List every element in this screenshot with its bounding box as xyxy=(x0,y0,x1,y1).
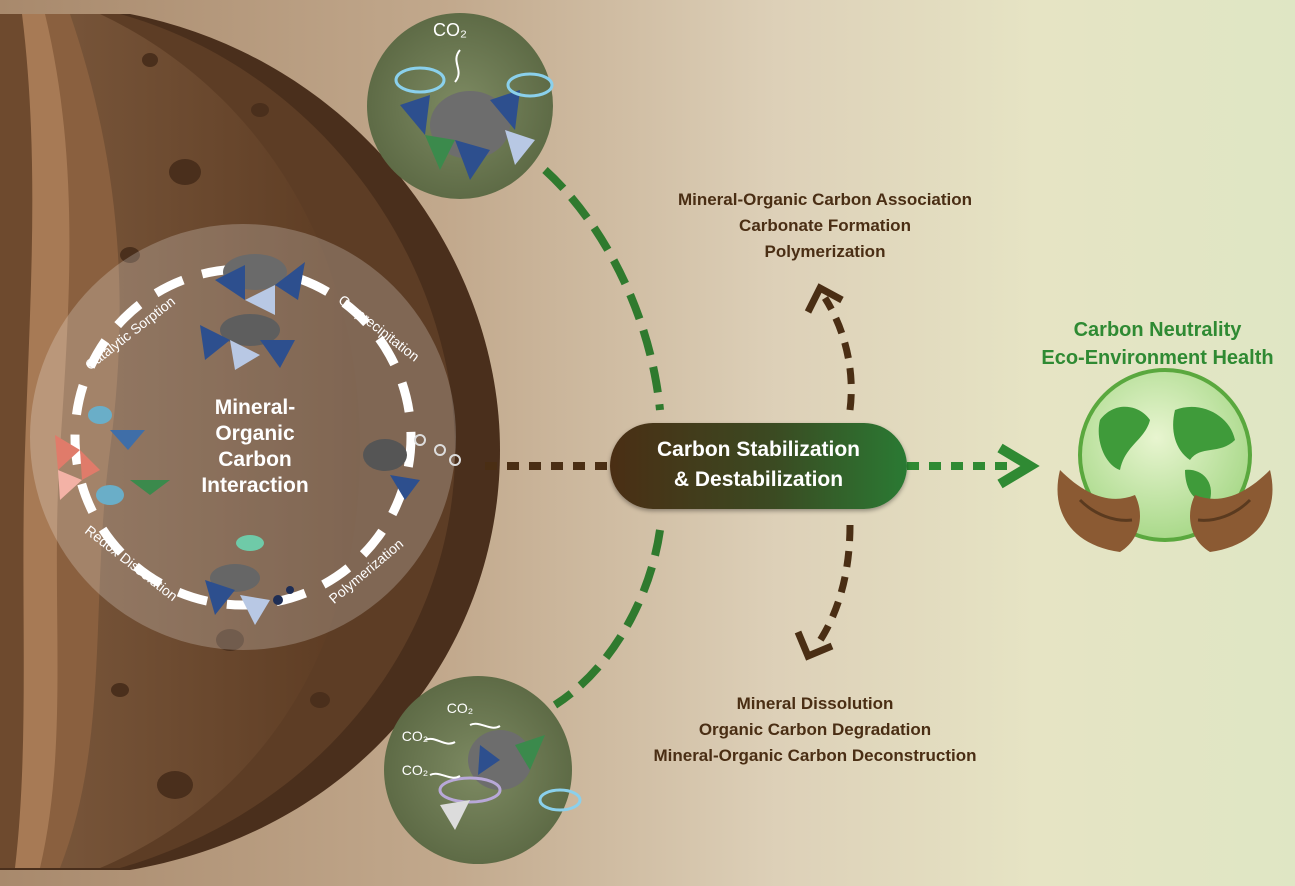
destabilization-process: Organic Carbon Degradation xyxy=(698,720,932,739)
destabilization-process: Mineral-Organic Carbon Deconstruction xyxy=(653,746,977,765)
co2-label: CO₂ xyxy=(401,762,429,778)
outcome-label: Carbon Neutrality Eco-Environment Health xyxy=(1020,316,1295,372)
mineral-cluster-right xyxy=(363,434,461,500)
dashed-arc-bottom xyxy=(552,529,664,709)
center-line: Organic xyxy=(215,422,295,445)
co2-release-bubble xyxy=(367,13,554,199)
center-line: Carbon xyxy=(218,448,292,471)
center-label: Mineral- Organic Carbon Interaction xyxy=(180,395,330,499)
co2-label: CO₂ xyxy=(446,700,474,716)
stabilization-process: Mineral-Organic Carbon Association xyxy=(677,190,973,209)
pill-line: Carbon Stabilization xyxy=(656,438,860,461)
carbon-stabilization-pill: Carbon Stabilization & Destabilization xyxy=(610,423,907,509)
stabilization-process: Polymerization xyxy=(764,242,886,261)
interaction-circle xyxy=(30,224,456,650)
connector-right-arrow xyxy=(907,443,1040,489)
pill-line: & Destabilization xyxy=(673,468,844,491)
pill-text: Carbon Stabilization & Destabilization xyxy=(610,435,907,495)
mineral-cluster-left xyxy=(55,406,170,505)
stabilization-arrow xyxy=(804,283,855,411)
destabilization-process: Mineral Dissolution xyxy=(736,694,894,713)
outcome-line: Carbon Neutrality xyxy=(1073,319,1242,341)
dashed-arc-top xyxy=(542,167,664,411)
co2-release-bubble-lower xyxy=(384,676,582,864)
outcome-line: Eco-Environment Health xyxy=(1041,347,1274,369)
co2-label-top: CO₂ xyxy=(433,20,467,40)
destabilization-process-list: Mineral Dissolution Organic Carbon Degra… xyxy=(575,691,1055,769)
globe-in-hands-icon xyxy=(1057,368,1273,552)
destabilization-arrow xyxy=(794,524,854,661)
co2-label: CO₂ xyxy=(401,728,429,744)
stabilization-process: Carbonate Formation xyxy=(739,216,911,235)
center-line: Mineral- xyxy=(214,396,296,419)
center-line: Interaction xyxy=(201,474,309,497)
mineral-cluster-bottom xyxy=(205,535,294,625)
mineral-cluster-top xyxy=(200,254,305,370)
stabilization-process-list: Mineral-Organic Carbon Association Carbo… xyxy=(600,187,1050,265)
